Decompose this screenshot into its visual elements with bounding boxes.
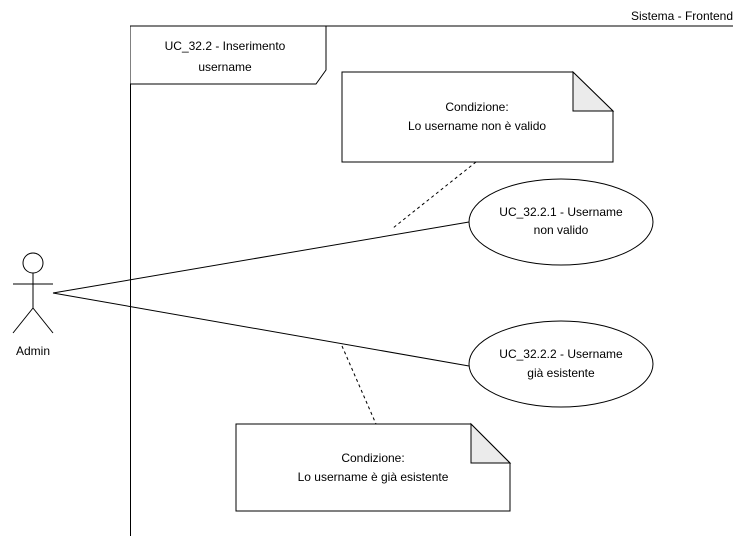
frame-label-shape [130,25,327,85]
note-2[interactable]: Condizione: Lo username è già esistente [235,422,512,512]
actor-right-leg [32,307,54,334]
actor-admin[interactable]: Admin [12,252,54,358]
note-connector-2 [341,345,377,425]
note-fold-icon [572,70,615,112]
note-line2: Lo username non è valido [408,119,546,133]
frame-label-line2: username [198,60,252,74]
association-line-uc-32-2-1 [52,221,470,294]
note-body [235,423,511,512]
note-fold-icon [470,422,512,464]
use-case-label-line2: già esistente [527,366,595,380]
note-line2: Lo username è già esistente [298,470,449,484]
note-1[interactable]: Condizione: Lo username non è valido [341,70,615,163]
actor-label: Admin [16,344,50,358]
system-title: Sistema - Frontend [631,9,733,23]
note-line1: Condizione: [445,100,508,114]
use-case-label-line2: non valido [534,223,589,237]
actor-head [22,252,44,274]
note-body [341,71,614,163]
use-case-label-line1: UC_32.2.1 - Username [499,205,623,219]
frame-label-line1: UC_32.2 - Inserimento [165,39,286,53]
use-case-ellipse [468,320,654,408]
note-connector-1 [392,161,477,229]
actor-left-leg [12,307,34,334]
association-line-uc-32-2-2 [52,292,470,367]
note-line1: Condizione: [341,451,404,465]
use-case-uc-32-2-2[interactable]: UC_32.2.2 - Username già esistente [468,320,654,408]
use-case-label-line1: UC_32.2.2 - Username [499,347,623,361]
frame-label: UC_32.2 - Inserimento username [130,25,327,85]
use-case-ellipse [468,178,654,266]
use-case-uc-32-2-1[interactable]: UC_32.2.1 - Username non valido [468,178,654,266]
